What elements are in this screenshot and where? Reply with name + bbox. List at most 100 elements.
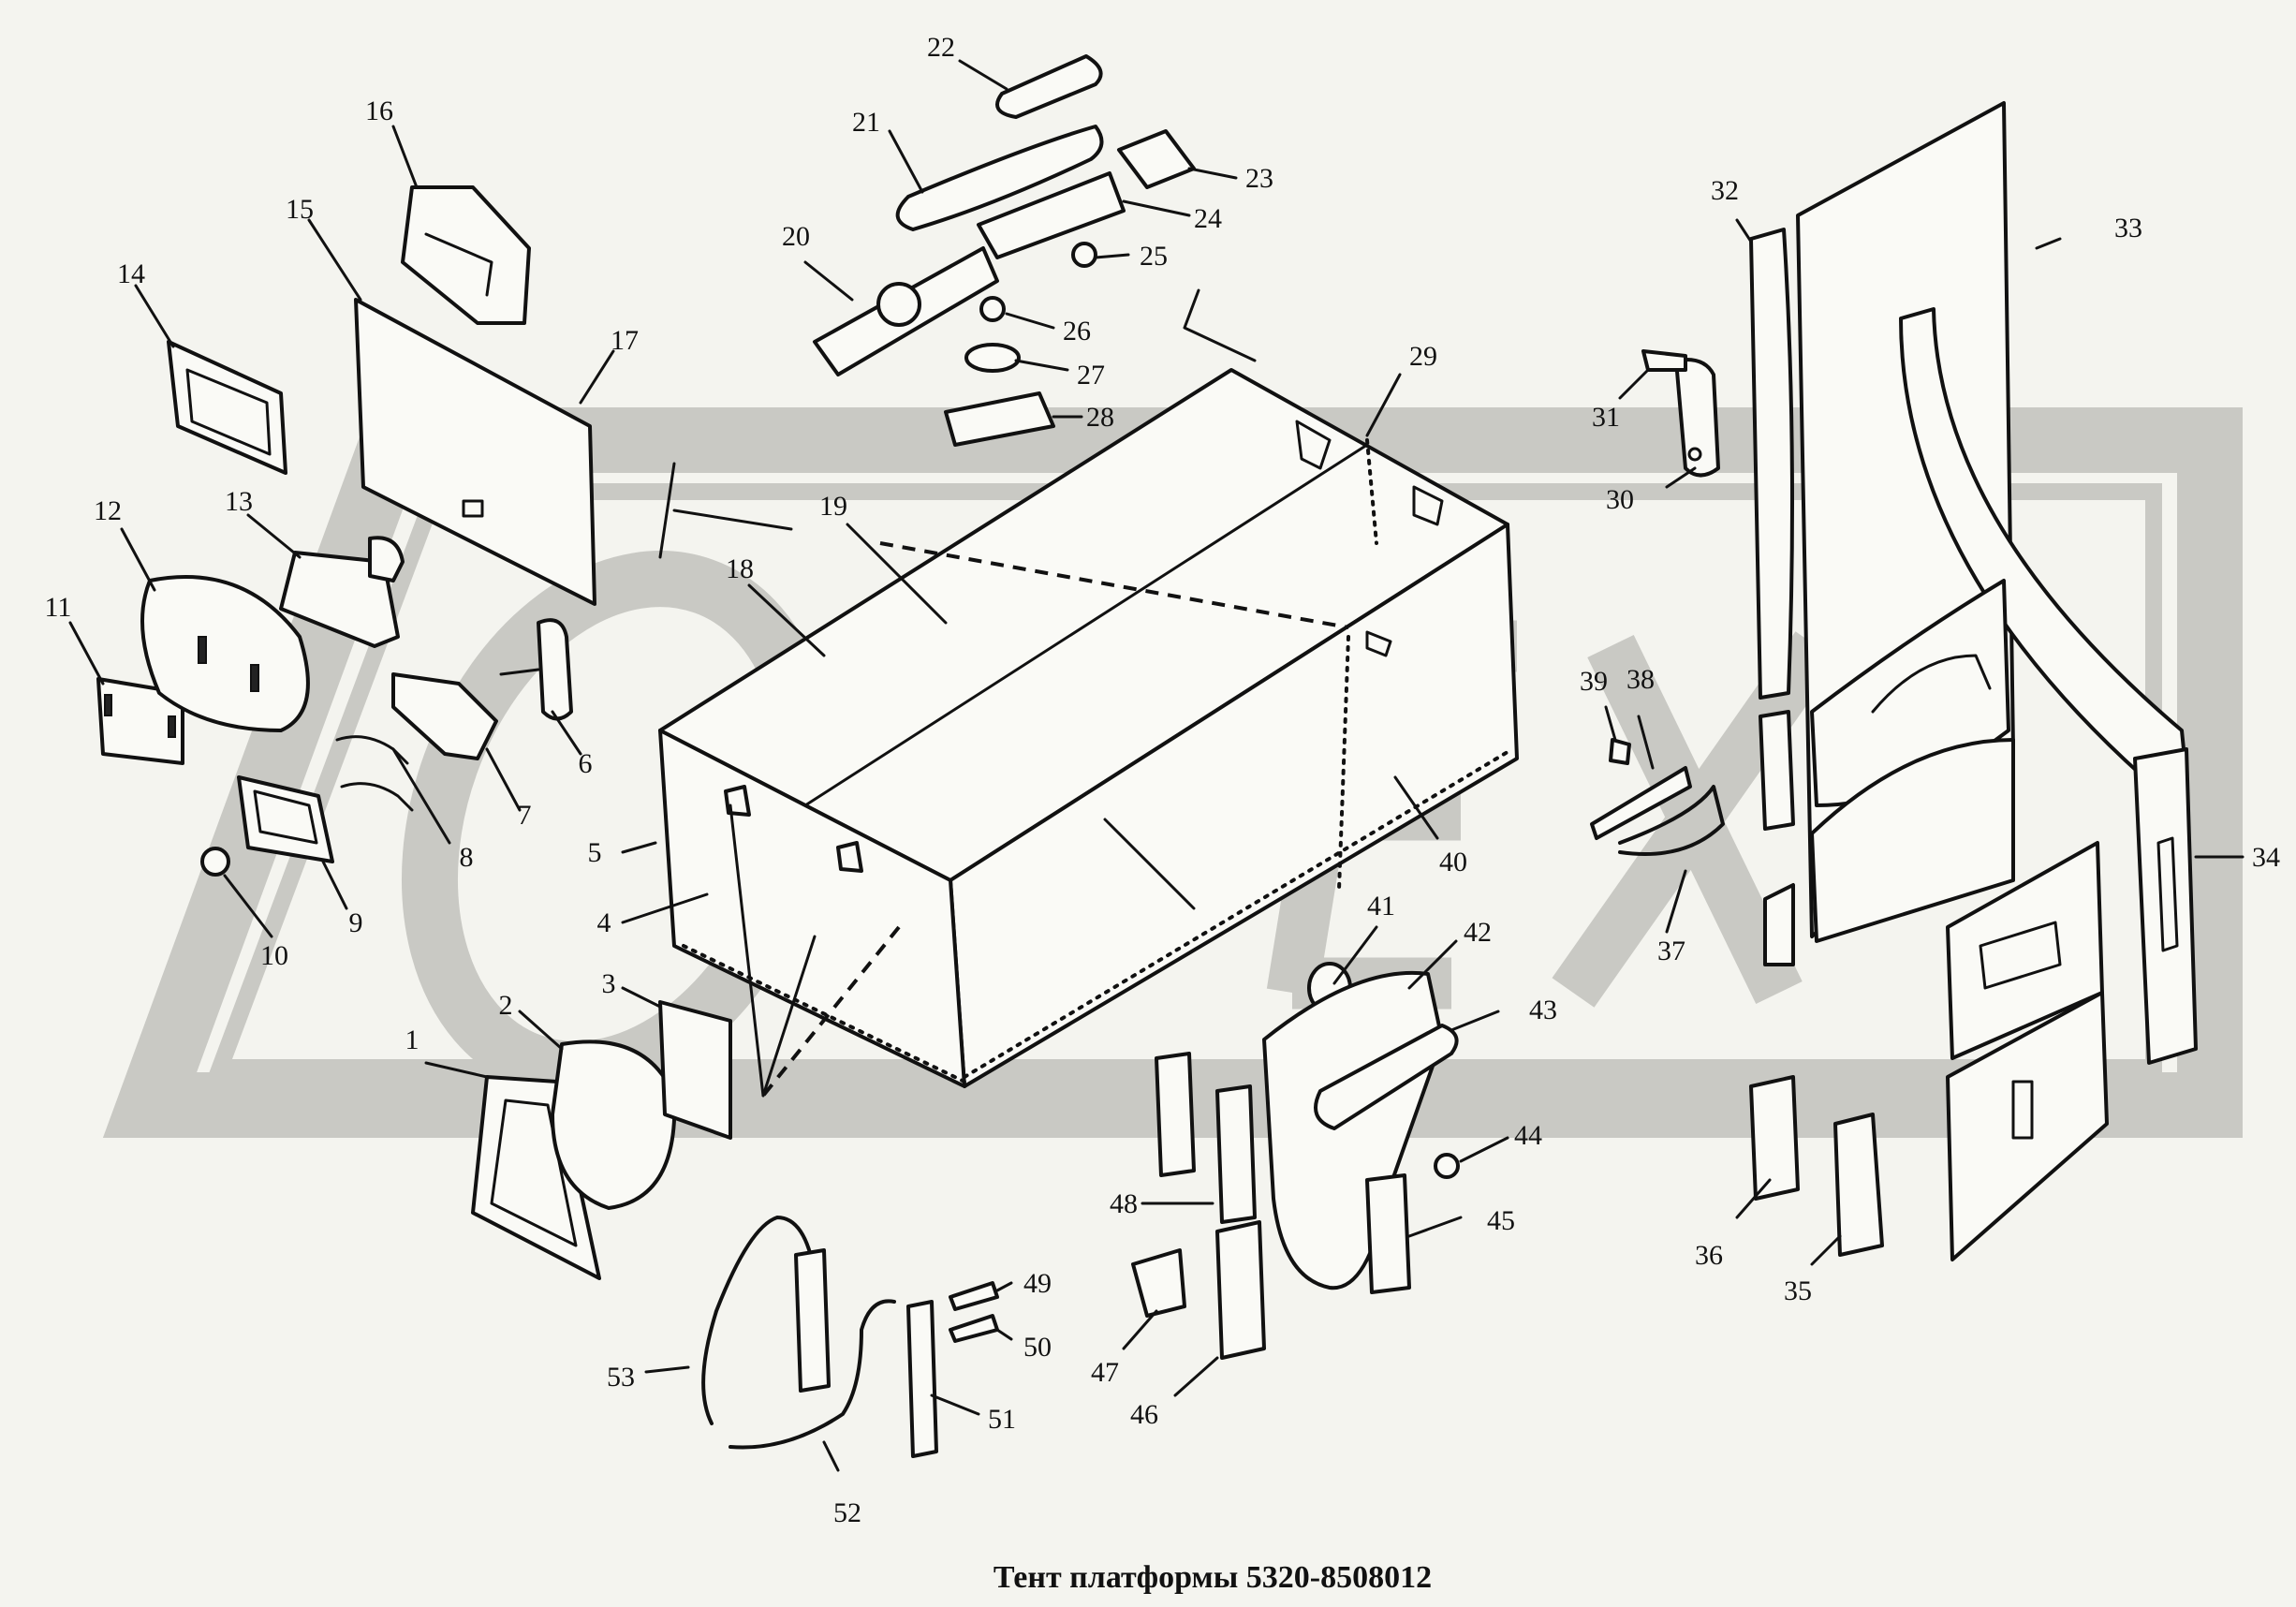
part-handle-37 [1618, 785, 1725, 856]
callout-6: 6 [579, 748, 593, 779]
part-plate-51 [906, 1300, 938, 1458]
callout-25: 25 [1140, 241, 1168, 272]
callout-7: 7 [518, 800, 532, 831]
part-buckle-28 [944, 391, 1055, 447]
part-loop-52 [729, 1299, 896, 1450]
part-6 [499, 618, 573, 721]
part-bolt-39 [1609, 738, 1631, 765]
callout-53: 53 [607, 1362, 635, 1393]
part-plate-11 [96, 677, 184, 765]
part-bracket-30 [1674, 358, 1720, 478]
diagram-caption: Тент платформы 5320-8508012 [993, 1560, 1432, 1595]
part-bolt-49 [949, 1281, 999, 1311]
callout-8: 8 [460, 842, 474, 873]
part-22 [995, 54, 1103, 119]
part-plate-38 [1590, 766, 1692, 840]
part-lock-13 [279, 536, 405, 648]
callout-11: 11 [45, 592, 72, 623]
callout-49: 49 [1023, 1268, 1052, 1299]
part-frame-36 [1749, 1075, 1800, 1201]
callout-36: 36 [1695, 1240, 1723, 1271]
part-bolt-44 [1434, 1153, 1460, 1179]
part-strap-24 [977, 171, 1126, 259]
callout-29: 29 [1409, 341, 1437, 372]
part-mesh-2 [551, 1039, 677, 1210]
callout-leaders [68, 59, 2244, 1472]
callout-30: 30 [1606, 484, 1634, 515]
callout-17: 17 [611, 325, 639, 356]
callout-41: 41 [1367, 891, 1395, 921]
callout-22: 22 [927, 32, 955, 63]
callout-37: 37 [1657, 936, 1685, 966]
callout-labels: 1 2 3 4 5 6 7 8 9 10 11 12 13 14 15 16 1… [45, 32, 2280, 1528]
part-bolt-31 [1641, 349, 1687, 372]
callout-26: 26 [1063, 316, 1091, 346]
part-buckle-23 [1117, 129, 1196, 189]
part-rivet-25 [1071, 242, 1097, 268]
part-nut-10 [200, 847, 230, 877]
part-rivet-26 [979, 296, 1006, 322]
callout-27: 27 [1077, 360, 1105, 391]
part-clip-47 [1131, 1248, 1186, 1318]
part-frame-9 [237, 775, 334, 863]
part-cover-12 [140, 575, 310, 732]
callout-12: 12 [94, 495, 122, 526]
part-16 [401, 185, 531, 325]
callout-34: 34 [2252, 842, 2280, 873]
callout-3: 3 [602, 968, 616, 999]
callout-32: 32 [1711, 175, 1739, 206]
callout-28: 28 [1086, 402, 1114, 433]
callout-42: 42 [1464, 917, 1492, 948]
callout-47: 47 [1091, 1357, 1119, 1388]
callout-24: 24 [1194, 203, 1222, 234]
part-strap-21 [895, 125, 1104, 231]
part-strip-48 [1155, 1052, 1257, 1224]
callout-9: 9 [349, 907, 363, 938]
part-strip-32 [1749, 228, 1795, 966]
callout-31: 31 [1592, 402, 1620, 433]
part-strip-46 [1215, 1220, 1266, 1360]
callout-35: 35 [1784, 1275, 1812, 1306]
part-strip-34 [2133, 747, 2198, 1065]
part-loop-53 [701, 1216, 831, 1425]
callout-52: 52 [833, 1497, 861, 1528]
part-plate-45 [1365, 1173, 1411, 1294]
part-strap-43 [1314, 1024, 1459, 1130]
callout-45: 45 [1487, 1205, 1515, 1236]
callout-18: 18 [726, 553, 754, 584]
callout-21: 21 [852, 107, 880, 138]
callout-39: 39 [1580, 666, 1608, 697]
part-flap-15 [354, 298, 596, 606]
part-frame-35 [1833, 1113, 1884, 1257]
part-flap-1 [471, 1075, 601, 1280]
callout-15: 15 [286, 194, 314, 225]
part-mesh-3 [658, 1000, 732, 1140]
part-sheet-33 [1796, 101, 2188, 943]
callout-46: 46 [1130, 1399, 1158, 1430]
callout-5: 5 [588, 837, 602, 868]
part-washer-27 [964, 343, 1021, 373]
callout-40: 40 [1439, 847, 1467, 877]
callout-4: 4 [597, 907, 611, 938]
callout-43: 43 [1529, 995, 1557, 1025]
part-flap-shelf [1946, 841, 2109, 1261]
part-window-14 [167, 340, 287, 475]
callout-19: 19 [819, 491, 847, 522]
part-7 [391, 672, 498, 760]
tarpaulin-body [658, 288, 1519, 1098]
callout-33: 33 [2114, 213, 2142, 243]
callout-1: 1 [405, 1025, 419, 1055]
callout-23: 23 [1245, 163, 1273, 194]
callout-50: 50 [1023, 1332, 1052, 1363]
callout-48: 48 [1110, 1188, 1138, 1219]
part-bolt-50 [949, 1314, 999, 1343]
callout-51: 51 [988, 1404, 1016, 1435]
callout-38: 38 [1626, 664, 1655, 695]
callout-2: 2 [499, 990, 513, 1021]
callout-16: 16 [365, 96, 393, 126]
callout-13: 13 [225, 486, 253, 517]
callout-20: 20 [782, 221, 810, 252]
callout-10: 10 [260, 940, 288, 971]
